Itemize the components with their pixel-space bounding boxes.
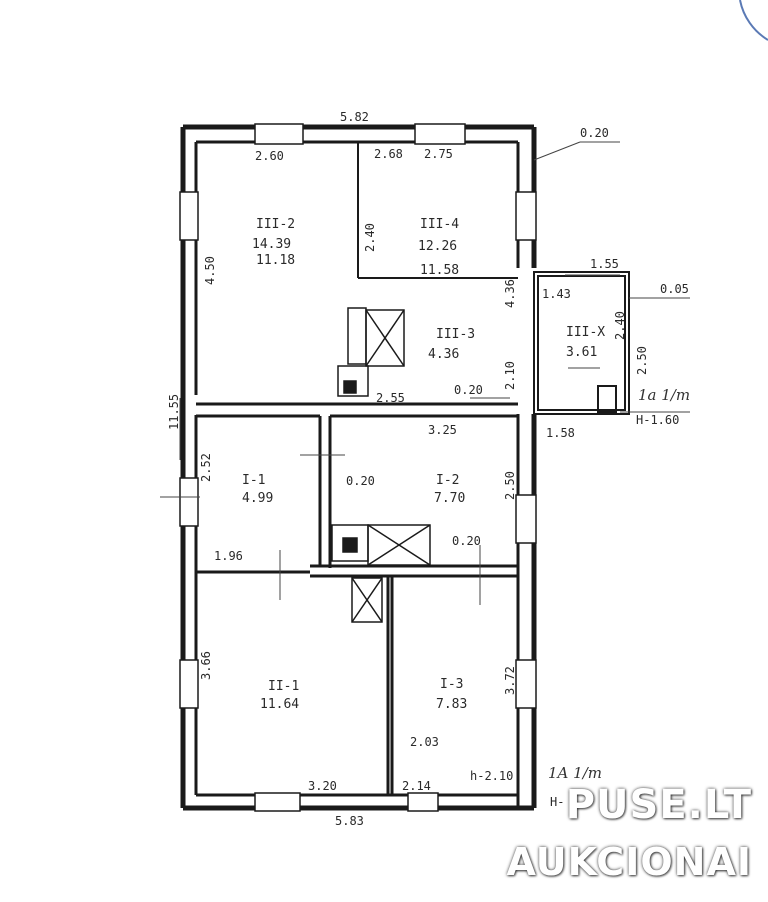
- dim-ext-250: 2.50: [635, 346, 649, 375]
- dim-total-length: 11.55: [167, 394, 181, 430]
- ext-mark: 1a 1/m: [638, 386, 690, 404]
- dim-436: 4.36: [503, 279, 517, 308]
- dim-wall-left: 0.20: [346, 474, 375, 488]
- dim-ext-005: 0.05: [660, 282, 689, 296]
- room-area-i3: 7.83: [436, 697, 467, 712]
- dim-240: 2.40: [363, 223, 377, 252]
- dim-255: 2.55: [376, 391, 405, 405]
- windows: [179, 123, 537, 812]
- dim-268: 2.68: [374, 147, 403, 161]
- dim-196: 1.96: [214, 549, 243, 563]
- dim-372: 3.72: [503, 666, 517, 695]
- dim-155: 1.55: [590, 257, 619, 271]
- room-area-ii1: 11.64: [260, 697, 299, 712]
- room-area2-iii2: 11.18: [256, 253, 295, 268]
- room-area-i1: 4.99: [242, 491, 273, 506]
- dim-252: 2.52: [199, 453, 213, 482]
- stamp-fragment: [739, 0, 768, 41]
- dim-203: 2.03: [410, 735, 439, 749]
- dim-366: 3.66: [199, 651, 213, 680]
- corner-mark: 1A 1/m: [548, 764, 602, 782]
- dim-wall-mid: 0.20: [454, 383, 483, 397]
- dim-143: 1.43: [542, 287, 571, 301]
- room-area-i2: 7.70: [434, 491, 465, 506]
- height-210: h-2.10: [470, 769, 513, 783]
- interior-walls: [196, 142, 518, 795]
- dim-210: 2.10: [503, 361, 517, 390]
- dim-325: 3.25: [428, 423, 457, 437]
- dim-ext-240: 2.40: [613, 311, 627, 340]
- dim-275: 2.75: [424, 147, 453, 161]
- room-area-iii2: 14.39: [252, 237, 291, 252]
- dim-wall-low: 0.20: [452, 534, 481, 548]
- dim-250: 2.50: [503, 471, 517, 500]
- dim-260: 2.60: [255, 149, 284, 163]
- room-area2-iii4: 11.58: [420, 263, 459, 278]
- dim-bottom-width: 5.83: [335, 814, 364, 828]
- stove-symbols: [331, 307, 431, 623]
- dim-450: 4.50: [203, 256, 217, 285]
- ext-height: H-1.60: [636, 413, 679, 427]
- dim-320: 3.20: [308, 779, 337, 793]
- room-label-ii1: II-1: [268, 679, 299, 694]
- room-area-iii4: 12.26: [418, 239, 457, 254]
- watermark-line1: PUSE.LT: [565, 782, 752, 828]
- dim-wall-top: 0.20: [580, 126, 609, 140]
- room-label-iiix: III-X: [566, 325, 605, 340]
- dim-158: 1.58: [546, 426, 575, 440]
- room-label-iii2: III-2: [256, 217, 295, 232]
- dim-top-width: 5.82: [340, 110, 369, 124]
- extension-walls: [533, 271, 630, 415]
- dimension-lines: [160, 141, 690, 605]
- height-h: H-: [550, 795, 564, 809]
- room-label-i3: I-3: [440, 677, 463, 692]
- room-area-iii3: 4.36: [428, 347, 459, 362]
- watermark-line2: AUKCIONAI: [506, 840, 752, 884]
- room-label-iii3: III-3: [436, 327, 475, 342]
- room-area-iiix: 3.61: [566, 345, 597, 360]
- room-label-i1: I-1: [242, 473, 265, 488]
- dim-214: 2.14: [402, 779, 431, 793]
- room-label-i2: I-2: [436, 473, 459, 488]
- room-label-iii4: III-4: [420, 217, 459, 232]
